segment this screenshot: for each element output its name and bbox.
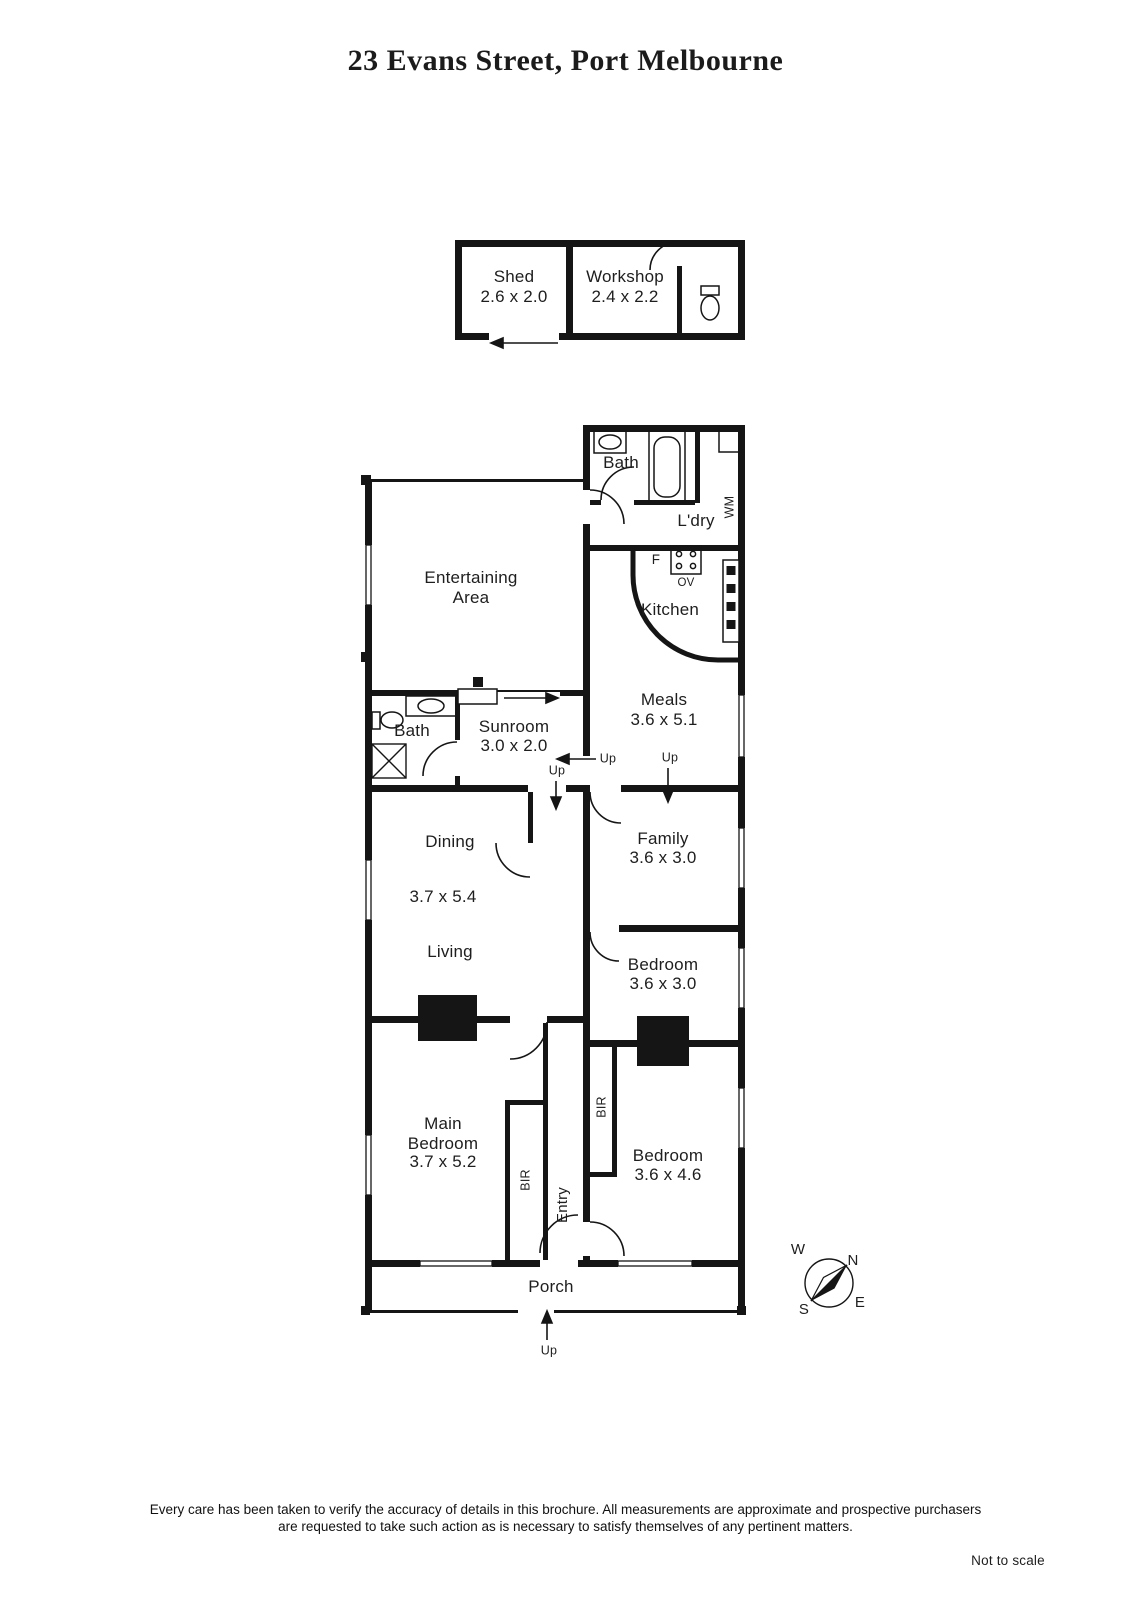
- up-porch-label: Up: [540, 1343, 558, 1358]
- compass-w-label: W: [790, 1241, 806, 1259]
- shed-toilet-icon: [700, 285, 720, 321]
- plan-title: 23 Evans Street, Port Melbourne: [347, 44, 784, 77]
- bir-hall-label: BIR: [594, 1096, 609, 1118]
- shed-walls: [455, 240, 745, 340]
- main-bedroom-dims-label: 3.7 x 5.2: [409, 1151, 477, 1171]
- bedroom2-label: Bedroom: [632, 1145, 704, 1165]
- fireplace: [418, 995, 477, 1041]
- shed-label: Shed: [493, 266, 535, 286]
- disclaimer-line1: Every care has been taken to verify the …: [149, 1502, 982, 1517]
- laundry-label: L'dry: [677, 510, 715, 530]
- bedroom2-dims-label: 3.6 x 4.6: [634, 1164, 702, 1184]
- stove-icon: [722, 559, 740, 643]
- compass-s-label: S: [798, 1301, 810, 1319]
- family-label: Family: [637, 828, 689, 848]
- door-arcs: [422, 241, 679, 1257]
- bath-mid-toilet-icon: [371, 711, 404, 730]
- bath-mid-vanity-icon: [405, 695, 457, 717]
- bir-main-label: BIR: [518, 1169, 533, 1191]
- bedroom1-dims-label: 3.6 x 3.0: [629, 973, 697, 993]
- kitchen-counter: [630, 549, 738, 663]
- living-dims-label: 3.7 x 5.4: [409, 886, 477, 906]
- meals-dims-label: 3.6 x 5.1: [630, 709, 698, 729]
- oven-icon: [670, 545, 702, 575]
- bath-upper-sink-icon: [593, 430, 627, 454]
- stairs-up-sunroom-arrow: [554, 752, 596, 766]
- oven-label: OV: [677, 577, 695, 590]
- stairs-up-meals-arrow: [661, 768, 675, 805]
- house-walls: [365, 425, 745, 1313]
- robe-block: [637, 1016, 689, 1066]
- shower-icon: [371, 743, 407, 779]
- up-hall-label: Up: [548, 763, 566, 778]
- stairs-up-porch-arrow: [540, 1308, 554, 1340]
- washing-machine-icon: [718, 426, 742, 453]
- meals-label: Meals: [640, 689, 688, 709]
- living-label: Living: [427, 941, 473, 961]
- shed-dims-label: 2.6 x 2.0: [480, 286, 548, 306]
- workshop-label: Workshop: [586, 266, 664, 286]
- entry-label: Entry: [554, 1186, 572, 1224]
- bath-mid-label: Bath: [394, 720, 430, 740]
- main-bedroom-label: Main Bedroom: [407, 1113, 479, 1153]
- fridge-label: F: [651, 552, 661, 568]
- stairs-up-hall-arrow: [549, 781, 563, 812]
- compass-icon: [804, 1258, 854, 1308]
- kitchen-label: Kitchen: [640, 599, 700, 619]
- windows: [365, 544, 745, 1267]
- porch-label: Porch: [528, 1276, 574, 1296]
- entertaining-area-label: Entertaining Area: [424, 567, 518, 607]
- shed-door-arrow: [488, 336, 558, 350]
- bedroom1-label: Bedroom: [627, 954, 699, 974]
- up-sunroom-label: Up: [599, 751, 617, 766]
- family-dims-label: 3.6 x 3.0: [629, 847, 697, 867]
- sunroom-label: Sunroom: [478, 716, 550, 736]
- sunroom-cabinet-icon: [457, 688, 498, 705]
- verandah-posts: [361, 475, 746, 1315]
- up-meals-label: Up: [661, 750, 679, 765]
- sliding-door-arrow: [504, 691, 561, 705]
- sunroom-dims-label: 3.0 x 2.0: [480, 735, 548, 755]
- compass-n-label: N: [847, 1252, 859, 1270]
- bath-upper-label: Bath: [603, 452, 639, 472]
- dining-label: Dining: [425, 831, 475, 851]
- bathtub-icon: [648, 430, 686, 504]
- wm-label: WM: [722, 495, 737, 519]
- workshop-dims-label: 2.4 x 2.2: [591, 286, 659, 306]
- disclaimer-line2: are requested to take such action as is …: [278, 1519, 853, 1534]
- compass-e-label: E: [854, 1294, 866, 1312]
- not-to-scale-label: Not to scale: [971, 1553, 1045, 1569]
